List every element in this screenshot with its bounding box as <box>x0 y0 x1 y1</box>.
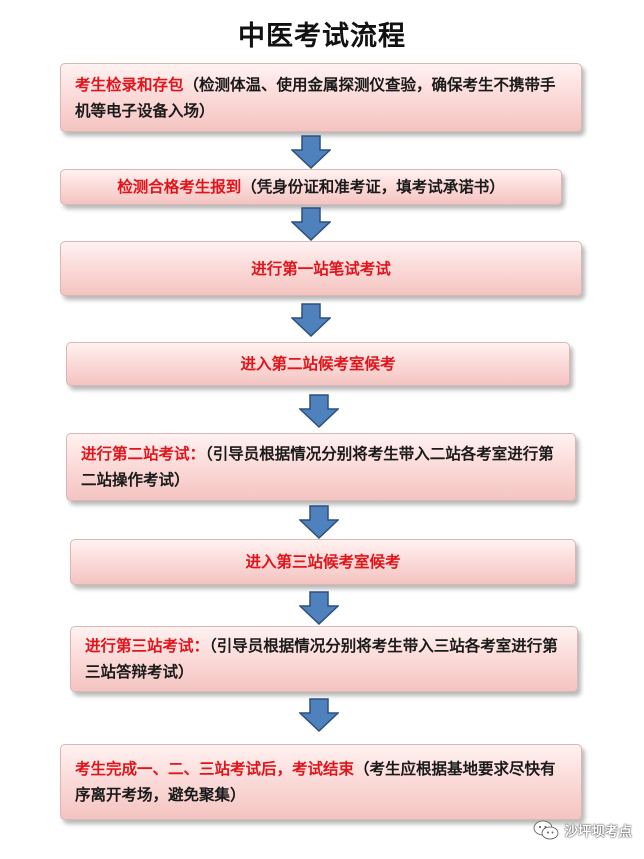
step-highlight: 进行第一站笔试考试 <box>251 259 391 278</box>
step-text: 考生完成一、二、三站考试后，考试结束（考生应根据基地要求尽快有序离开考场，避免聚… <box>75 756 567 808</box>
step-detail: （考生应根据基地要求尽快有序离开考场，避免聚集） <box>75 760 556 804</box>
step-detail: （引导员根据情况分别将考生带入三站各考室进行第三站答辩考试） <box>85 637 558 681</box>
watermark: 沙坪坝考点 <box>533 819 633 841</box>
flow-step-exam-finish: 考生完成一、二、三站考试后，考试结束（考生应根据基地要求尽快有序离开考场，避免聚… <box>60 744 582 820</box>
step-highlight: 进行第三站考试： <box>85 637 210 655</box>
step-text: 进行第二站考试：（引导员根据情况分别将考生带入二站各考室进行第二站操作考试） <box>81 441 561 493</box>
flow-step-check-in: 考生检录和存包（检测体温、使用金属探测仪查验，确保考生不携带手机等电子设备入场） <box>60 63 582 132</box>
flow-step-station-three-exam: 进行第三站考试：（引导员根据情况分别将考生带入三站各考室进行第三站答辩考试） <box>70 626 578 692</box>
flow-step-station-one: 进行第一站笔试考试 <box>60 241 582 296</box>
step-highlight: 考生完成一、二、三站考试后，考试结束 <box>75 760 355 778</box>
step-highlight: 进入第二站候考室候考 <box>240 355 396 373</box>
step-highlight: 检测合格考生报到 <box>117 178 242 196</box>
step-text: 进行第三站考试：（引导员根据情况分别将考生带入三站各考室进行第三站答辩考试） <box>85 633 563 685</box>
step-highlight: 进入第三站候考室候考 <box>245 553 401 571</box>
step-text: 检测合格考生报到（凭身份证和准考证，填考试承诺书） <box>117 174 505 200</box>
step-detail: （检测体温、使用金属探测仪查验，确保考生不携带手机等电子设备入场） <box>75 75 556 120</box>
down-arrow-icon <box>299 591 339 625</box>
down-arrow-icon <box>291 303 331 337</box>
wechat-icon <box>533 820 558 840</box>
down-arrow-icon <box>299 505 339 539</box>
page-title: 中医考试流程 <box>238 21 406 52</box>
step-highlight: 进行第二站考试： <box>81 445 206 463</box>
step-text: 进入第二站候考室候考 <box>240 351 395 377</box>
down-arrow-icon <box>299 394 339 428</box>
step-detail: （引导员根据情况分别将考生带入二站各考室进行第二站操作考试） <box>81 445 554 489</box>
step-text: 进行第一站笔试考试 <box>251 256 391 282</box>
flow-step-report: 检测合格考生报到（凭身份证和准考证，填考试承诺书） <box>60 169 562 205</box>
step-highlight: 考生检录和存包 <box>75 75 184 94</box>
step-detail: （凭身份证和准考证，填考试承诺书） <box>241 178 505 196</box>
watermark-text: 沙坪坝考点 <box>564 824 633 840</box>
down-arrow-icon <box>291 207 331 241</box>
down-arrow-icon <box>299 698 339 732</box>
flow-step-station-three-waiting: 进入第三站候考室候考 <box>70 539 576 585</box>
step-text: 进入第三站候考室候考 <box>245 549 400 575</box>
flow-step-station-two-waiting: 进入第二站候考室候考 <box>66 342 570 386</box>
down-arrow-icon <box>291 135 331 169</box>
flow-step-station-two-exam: 进行第二站考试：（引导员根据情况分别将考生带入二站各考室进行第二站操作考试） <box>66 433 576 501</box>
step-text: 考生检录和存包（检测体温、使用金属探测仪查验，确保考生不携带手机等电子设备入场） <box>75 72 567 124</box>
